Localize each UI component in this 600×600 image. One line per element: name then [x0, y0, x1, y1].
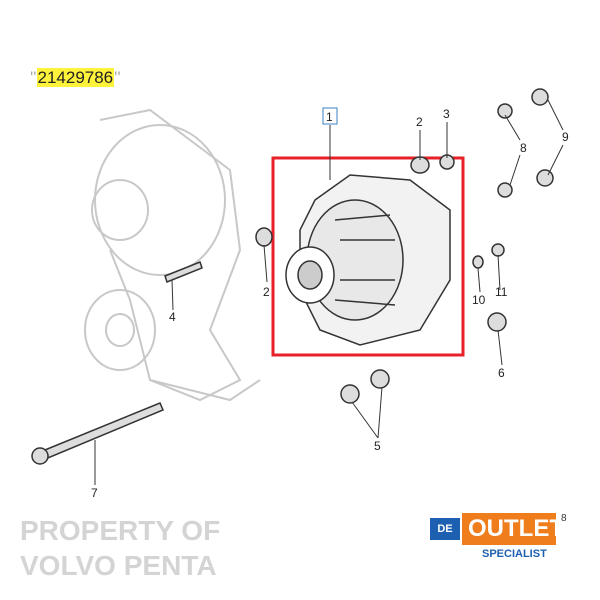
callout-5: 5 — [374, 439, 381, 453]
callout-6: 6 — [498, 366, 505, 380]
callout-1-box — [322, 107, 338, 125]
callout-3: 3 — [443, 107, 450, 121]
callout-4: 4 — [169, 310, 176, 324]
alternator — [285, 174, 451, 346]
callout-1: 1 — [326, 110, 333, 124]
watermark-line-1: PROPERTY OF — [20, 515, 220, 546]
callout-7: 7 — [91, 486, 98, 500]
de-outlet-logo: DE OUTLET 8 SPECIALIST — [430, 513, 580, 563]
part-number-highlight: 21429786 — [36, 68, 115, 87]
hardware — [31, 88, 554, 465]
callout-2: 2 — [416, 115, 423, 129]
callout-2b: 2 — [263, 285, 270, 299]
callout-11: 11 — [495, 285, 508, 299]
watermark-line-2: VOLVO PENTA — [20, 550, 217, 581]
faded-engine-bracket — [84, 108, 261, 402]
part-number: ''21429786'' — [30, 68, 121, 87]
callout-10: 10 — [472, 293, 486, 307]
callout-8: 8 — [520, 141, 527, 155]
callout-9: 9 — [562, 130, 569, 144]
leader-lines — [94, 99, 564, 485]
highlight-box — [271, 156, 465, 357]
